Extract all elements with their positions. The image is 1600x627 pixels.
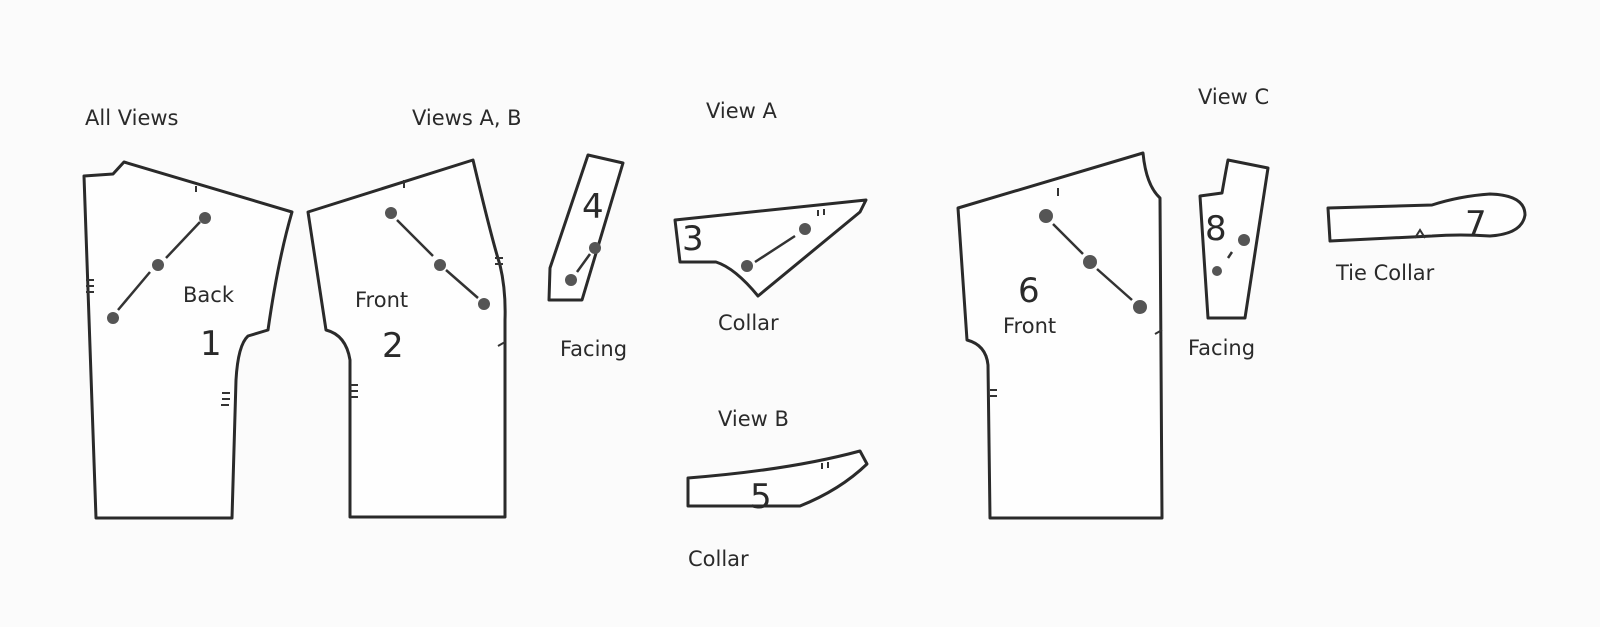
back-number: 1 (200, 324, 222, 364)
collar-a-number: 3 (682, 219, 704, 259)
back-piece: Back 1 (82, 160, 294, 520)
heading-view-b: View B (718, 407, 789, 431)
tie-collar-number: 7 (1465, 204, 1487, 244)
tie-collar-piece: 7 Tie Collar (1326, 192, 1527, 285)
front-c-number: 6 (1018, 271, 1040, 311)
collar-a-piece: 3 Collar (673, 198, 868, 335)
front-ab-piece: Front 2 (306, 158, 507, 519)
facing-c-number: 8 (1205, 209, 1227, 249)
facing-c-piece: 8 Facing (1188, 158, 1270, 360)
facing-ab-piece: 4 Facing (547, 153, 627, 361)
collar-b-label: Collar (688, 547, 749, 571)
heading-all-views: All Views (85, 106, 179, 130)
collar-b-piece: 5 Collar (686, 449, 869, 571)
front-ab-number: 2 (382, 326, 404, 366)
tie-collar-label: Tie Collar (1335, 261, 1435, 285)
front-c-label: Front (1003, 314, 1056, 338)
collar-b-number: 5 (750, 477, 772, 517)
facing-ab-label: Facing (560, 337, 627, 361)
front-c-piece: 6 Front (956, 151, 1164, 520)
collar-a-label: Collar (718, 311, 779, 335)
heading-view-a: View A (706, 99, 778, 123)
facing-ab-number: 4 (582, 187, 604, 227)
heading-views-ab: Views A, B (412, 106, 522, 130)
facing-c-label: Facing (1188, 336, 1255, 360)
back-label: Back (183, 283, 235, 307)
heading-view-c: View C (1198, 85, 1269, 109)
front-ab-label: Front (355, 288, 408, 312)
